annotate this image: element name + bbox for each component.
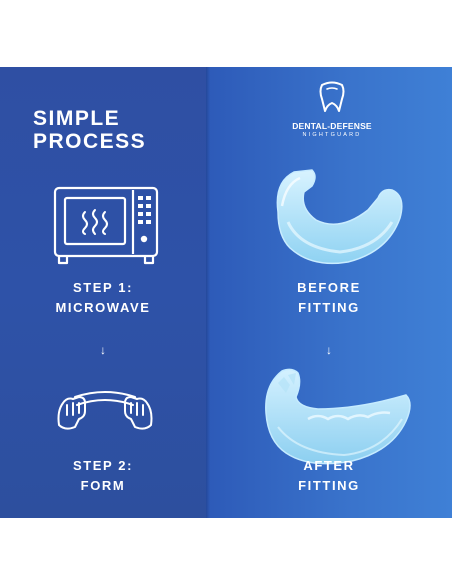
- step-2-number: STEP 2:: [72, 458, 134, 473]
- after-fitting-label: AFTER FITTING: [206, 456, 452, 496]
- title-line-1: SIMPLE: [33, 107, 121, 130]
- tooth-logo-icon: [319, 81, 345, 112]
- left-panel: SIMPLE PROCESS: [0, 67, 206, 518]
- step-1-number: STEP 1:: [72, 280, 134, 295]
- mouthguard-after-icon: [265, 368, 411, 465]
- down-arrow-icon: ↓: [326, 343, 332, 357]
- right-panel: DENTAL-DEFENSE NIGHTGUARD BEFORE FITTING…: [206, 67, 452, 518]
- after-line-2: FITTING: [298, 478, 360, 493]
- before-fitting-label: BEFORE FITTING: [206, 278, 452, 318]
- panel-divider: [206, 67, 210, 518]
- title-line-2: PROCESS: [33, 130, 147, 153]
- brand-subtitle: NIGHTGUARD: [302, 132, 362, 138]
- brand-logo: DENTAL-DEFENSE NIGHTGUARD: [262, 81, 402, 138]
- hands-forming-icon: [57, 391, 153, 430]
- step-2-action: FORM: [80, 478, 126, 493]
- down-arrow-icon: ↓: [100, 343, 106, 357]
- step-2-label: STEP 2: FORM: [0, 456, 206, 496]
- microwave-icon: [53, 186, 159, 265]
- infographic-frame: SIMPLE PROCESS: [0, 67, 452, 518]
- process-title: SIMPLE PROCESS: [33, 107, 146, 153]
- brand-name: DENTAL-DEFENSE: [292, 121, 372, 131]
- step-1-action: MICROWAVE: [55, 300, 151, 315]
- after-line-1: AFTER: [303, 458, 355, 473]
- step-1-label: STEP 1: MICROWAVE: [0, 278, 206, 318]
- before-line-1: BEFORE: [297, 280, 361, 295]
- before-line-2: FITTING: [298, 300, 360, 315]
- mouthguard-before-icon: [276, 169, 403, 265]
